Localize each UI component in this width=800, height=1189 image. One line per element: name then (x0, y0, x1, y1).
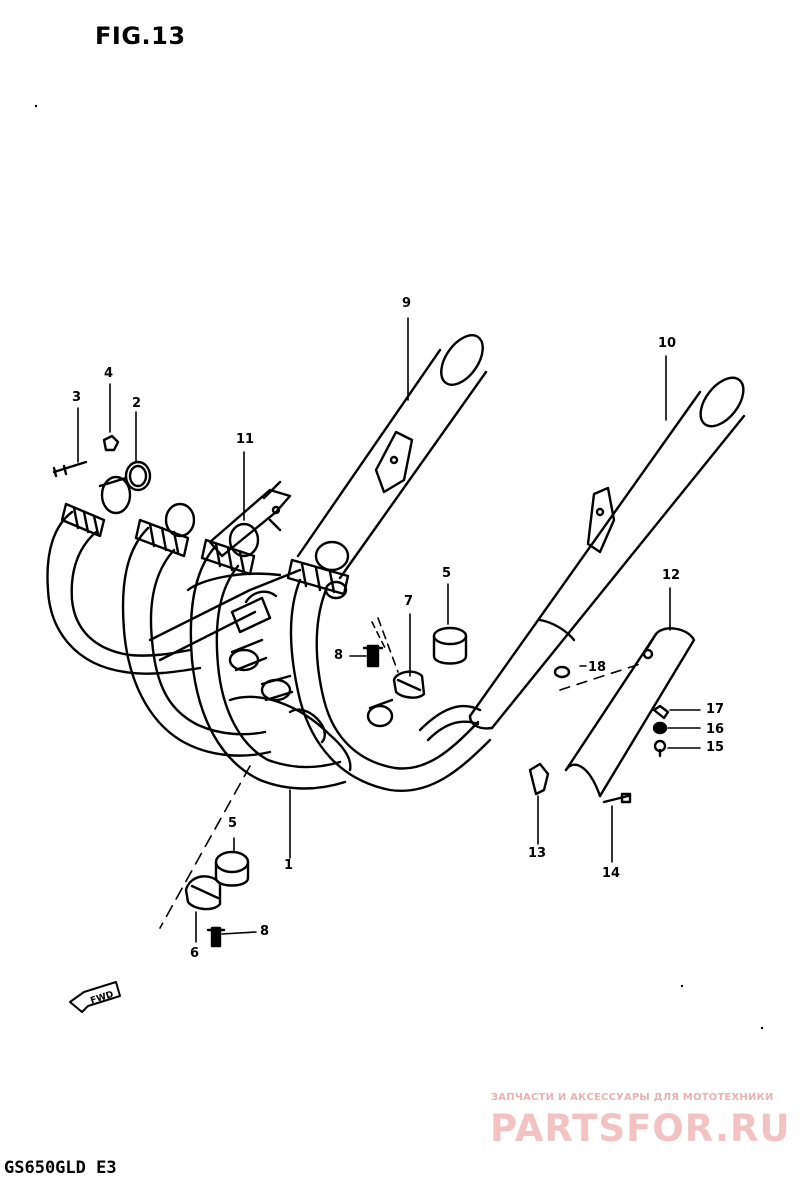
callout-5-upper: 5 (442, 566, 452, 581)
clamp-6 (184, 875, 222, 911)
clamp-pipe-2 (134, 502, 196, 558)
muffler-right-bracket (586, 486, 616, 554)
muffler-right (418, 376, 746, 742)
bolt-8-lower (206, 926, 226, 948)
gasket-5-lower (214, 850, 250, 887)
callout-8-upper: 8 (334, 648, 344, 663)
washer-17 (652, 704, 670, 720)
scan-dot (760, 1026, 764, 1030)
clamp-pipe-4 (286, 540, 350, 600)
gasket-5-upper (432, 626, 468, 665)
collector-bottom (228, 695, 352, 772)
callout-1: 1 (284, 858, 294, 873)
bolt-15 (653, 739, 667, 758)
leader-dash-7b (371, 621, 387, 651)
exhaust-pipe-2 (121, 526, 272, 757)
bolt-8-upper (362, 644, 384, 668)
clamp-pipe-1 (60, 475, 132, 538)
leader-8-lower (221, 931, 257, 935)
callout-13: 13 (528, 846, 547, 861)
callout-3: 3 (72, 390, 82, 405)
callout-18: 18 (588, 660, 607, 675)
bracket-11 (208, 480, 292, 558)
exhaust-pipe-2-inner (149, 548, 267, 736)
callout-5-lower: 5 (228, 816, 238, 831)
sleeve-c (366, 704, 394, 728)
callout-15: 15 (706, 740, 725, 755)
callout-11: 11 (236, 432, 255, 447)
callout-14: 14 (602, 866, 621, 881)
exhaust-pipe-4 (289, 578, 492, 793)
heat-shield-cover (564, 627, 696, 798)
muffler-left (296, 334, 488, 580)
bolt-14 (602, 792, 632, 804)
callout-12: 12 (662, 568, 681, 583)
clamp-pipe-3 (200, 522, 260, 576)
washer-16 (652, 721, 668, 735)
leader-dash-7 (377, 617, 399, 673)
callout-2: 2 (132, 396, 142, 411)
callout-9: 9 (402, 296, 412, 311)
bracket-11-mount (230, 590, 278, 634)
forward-arrow: FWD (69, 981, 121, 1013)
clamp-7 (392, 670, 426, 699)
callout-4: 4 (104, 366, 114, 381)
exhaust-pipe-1-inner (70, 530, 192, 657)
connector-sleeves (228, 590, 394, 744)
leader-dash-18 (559, 663, 641, 691)
exhaust-pipe-3 (189, 546, 347, 790)
leader-lines (77, 317, 701, 943)
model-code: GS650GLD E3 (4, 1158, 117, 1178)
callout-6: 6 (190, 946, 200, 961)
washer-18 (553, 665, 571, 679)
callout-16: 16 (706, 722, 725, 737)
figure-title: FIG.13 (95, 22, 186, 50)
scan-dot (34, 104, 38, 108)
callout-10: 10 (658, 336, 677, 351)
callout-7: 7 (404, 594, 414, 609)
callout-17: 17 (706, 702, 725, 717)
leader-dash-lower (159, 765, 251, 929)
nut-4 (102, 434, 120, 452)
scan-dot (680, 984, 684, 988)
watermark-brand: PARTSFOR.RU (490, 1107, 791, 1150)
collector-link (288, 708, 326, 744)
pipe-clamps (60, 475, 350, 600)
bracket-13 (528, 762, 550, 796)
exhaust-pipe-4-inner (315, 588, 480, 770)
watermark-caption: ЗАПЧАСТИ И АКСЕССУАРЫ ДЛЯ МОТОТЕХНИКИ (491, 1092, 774, 1103)
gasket-2 (124, 460, 152, 492)
exhaust-pipe-assembly (46, 510, 492, 793)
stud-bolt-3 (52, 460, 88, 478)
callout-8-lower: 8 (260, 924, 270, 939)
collector-box (148, 568, 302, 662)
muffler-left-bracket (374, 430, 414, 494)
